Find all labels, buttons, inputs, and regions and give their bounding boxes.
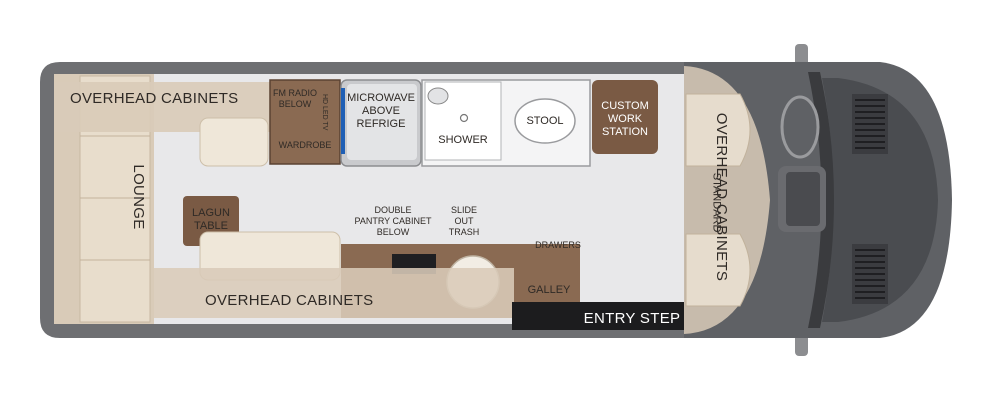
work-station: [592, 80, 658, 154]
bench-top: [199, 117, 269, 167]
entry-step-label: ENTRY STEP: [583, 310, 681, 327]
galley-label: GALLEY: [527, 284, 571, 296]
windshield: [808, 72, 834, 328]
shower-drain: [459, 113, 469, 123]
entry-step: [512, 302, 684, 330]
grille-slats: [855, 99, 885, 299]
hood: [822, 78, 938, 322]
lagun-table-label: LAGUN TABLE: [192, 207, 230, 233]
overhead-cabinets-bottom-label: OVERHEAD CABINETS: [205, 292, 374, 309]
hd-led-tv-label: HD LED TV: [321, 93, 329, 131]
fm-radio-label: FM RADIO BELOW: [273, 88, 317, 109]
passenger-seat: [685, 233, 751, 307]
lounge-cushion-lines: [80, 135, 150, 261]
driver-seat: [685, 93, 751, 167]
lounge-label: LOUNGE: [130, 164, 147, 230]
drawers-label: DRAWERS: [535, 240, 581, 250]
overhead-cabinets-bottom: [154, 268, 514, 318]
microwave-label: MICROWAVE ABOVE REFRIGE: [347, 92, 415, 131]
overhead-cabinets-standard-label: STANDARD: [710, 172, 723, 233]
sink: [427, 87, 449, 105]
shower-label: SHOWER: [438, 134, 488, 146]
toilet: [514, 98, 576, 144]
center-console-inner: [786, 172, 820, 226]
fridge-edge: [341, 88, 345, 154]
overhead-cabinets-top-label: OVERHEAD CABINETS: [70, 90, 239, 107]
steering-wheel: [780, 95, 820, 159]
wardrobe-cabinet: [269, 79, 341, 165]
refrigerator-panel: [347, 84, 417, 160]
stool-label: STOOL: [526, 115, 564, 127]
wardrobe-label: WARDROBE: [278, 140, 332, 150]
slide-out-trash-label: SLIDE OUT TRASH: [448, 205, 480, 237]
pantry-label: DOUBLE PANTRY CABINET BELOW: [354, 205, 432, 237]
custom-work-station-label: CUSTOM WORK STATION: [601, 100, 649, 139]
